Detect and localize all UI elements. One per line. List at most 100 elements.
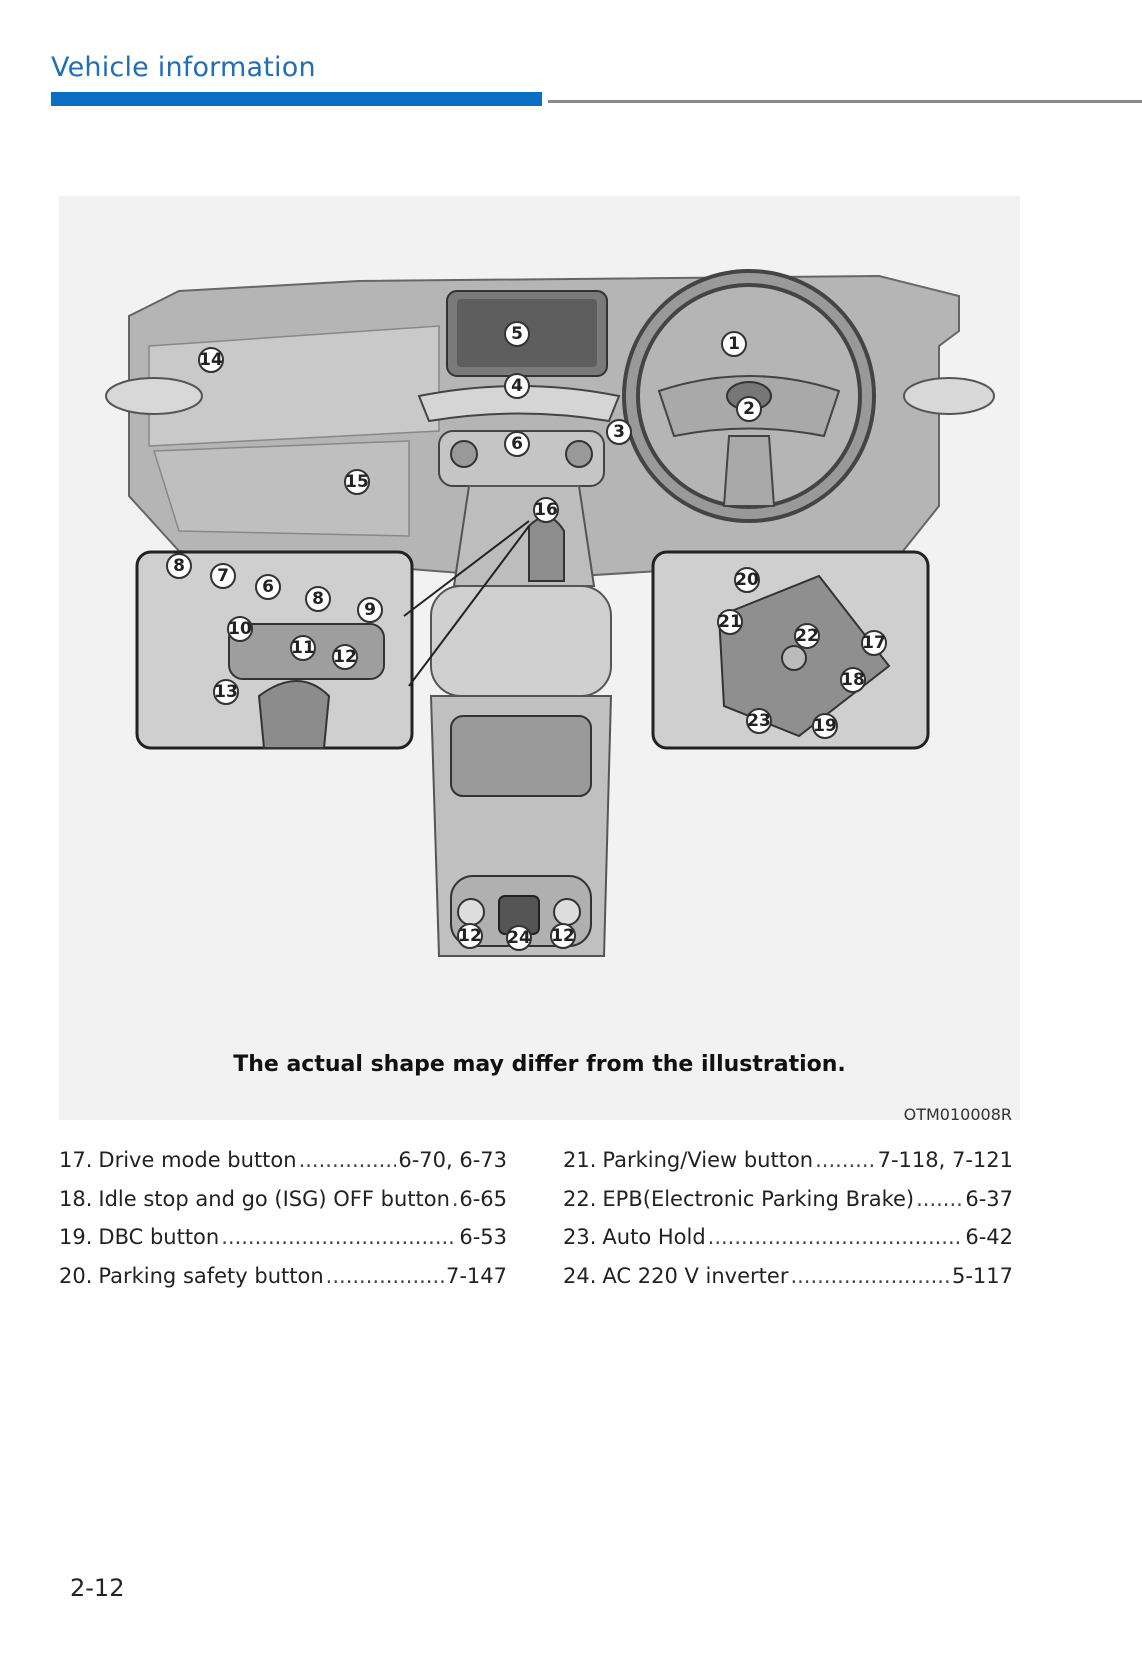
callout-6: 6 [504, 431, 530, 457]
inset-gear-knob [257, 680, 331, 749]
legend-item-pages: 6-70, 6-73 [398, 1148, 507, 1172]
legend-leader-dots [815, 1148, 875, 1172]
legend-item-number: 20. [59, 1263, 93, 1288]
legend-leader-dots [916, 1187, 963, 1211]
legend-item-label: Parking/View button [602, 1148, 814, 1172]
header-bar-rule [548, 100, 1142, 103]
legend-item-label: AC 220 V inverter [602, 1263, 789, 1288]
legend-item-label: Auto Hold [602, 1225, 706, 1249]
svg-text:13: 13 [214, 682, 238, 702]
legend-item: 22. EPB(Electronic Parking Brake) 6-37 [563, 1187, 1013, 1226]
page-number: 2-12 [70, 1574, 125, 1602]
callout-12-rear-left: 12 [457, 923, 483, 949]
callout-8-left: 7 [210, 563, 236, 589]
svg-text:17: 17 [862, 633, 886, 653]
callout-5: 5 [504, 321, 530, 347]
inset-leader-top [403, 520, 530, 617]
svg-text:6: 6 [511, 434, 523, 454]
svg-text:11: 11 [291, 638, 315, 658]
legend-item-number: 23. [563, 1225, 597, 1249]
glove-box [152, 440, 410, 537]
gear-shifter [528, 516, 565, 582]
center-console-upper [452, 485, 596, 587]
svg-text:16: 16 [534, 500, 558, 520]
legend-item-pages: 6-37 [965, 1186, 1013, 1211]
legend-leader-dots [790, 1264, 950, 1288]
svg-text:7: 7 [217, 566, 229, 586]
legend-item: 23. Auto Hold 6-42 [563, 1225, 1013, 1264]
callout-19: 19 [812, 713, 838, 739]
left-climate-knob [450, 440, 478, 468]
figure-code: OTM010008R [903, 1105, 1012, 1124]
svg-text:19: 19 [813, 716, 837, 736]
rear-vent [450, 715, 592, 797]
legend-item-label: EPB(Electronic Parking Brake) [602, 1186, 915, 1211]
legend-item-number: 22. [563, 1186, 597, 1211]
svg-text:1: 1 [728, 334, 740, 354]
svg-text:22: 22 [795, 626, 819, 646]
svg-text:20: 20 [735, 570, 759, 590]
callout-9-right: 9 [357, 597, 383, 623]
callout-10: 10 [227, 616, 253, 642]
legend-item-number: 24. [563, 1263, 597, 1288]
svg-text:23: 23 [747, 711, 771, 731]
legend-leader-dots [326, 1264, 444, 1288]
svg-text:6: 6 [262, 577, 274, 597]
callout-15: 15 [344, 469, 370, 495]
legend-item: 20. Parking safety button 7-147 [59, 1264, 507, 1303]
callout-21: 21 [717, 609, 743, 635]
svg-text:4: 4 [511, 376, 523, 396]
legend-leader-dots [221, 1225, 457, 1249]
legend-item-number: 18. [59, 1186, 93, 1211]
legend-leader-dots [299, 1148, 397, 1172]
legend-left-column: 17. Drive mode button 6-70, 6-73 18. Idl… [59, 1148, 507, 1302]
callout-9-left: 8 [166, 553, 192, 579]
svg-text:12: 12 [551, 926, 575, 946]
legend-item-label: Idle stop and go (ISG) OFF button [98, 1186, 450, 1211]
legend-item-number: 19. [59, 1225, 93, 1249]
callout-16: 16 [533, 497, 559, 523]
header-bar-accent [51, 92, 542, 106]
legend-item-number: 17. [59, 1148, 93, 1172]
callout-2: 2 [736, 396, 762, 422]
svg-text:14: 14 [199, 350, 223, 370]
right-side-vent [903, 377, 995, 415]
svg-text:12: 12 [333, 647, 357, 667]
legend-leader-dots [452, 1187, 457, 1211]
callout-14: 14 [198, 347, 224, 373]
callout-8-right: 8 [305, 586, 331, 612]
legend-item-pages: 6-65 [459, 1186, 507, 1211]
svg-text:12: 12 [458, 926, 482, 946]
legend-item-pages: 7-118, 7-121 [877, 1148, 1013, 1172]
svg-text:8: 8 [173, 556, 185, 576]
legend-item: 21. Parking/View button 7-118, 7-121 [563, 1148, 1013, 1187]
svg-text:10: 10 [228, 619, 252, 639]
callout-20: 20 [734, 567, 760, 593]
steering-wheel-spoke [722, 435, 776, 507]
callout-3: 3 [606, 419, 632, 445]
svg-text:3: 3 [613, 422, 625, 442]
svg-text:21: 21 [718, 612, 742, 632]
callout-12-inset: 12 [332, 644, 358, 670]
figure-caption: The actual shape may differ from the ill… [233, 1052, 846, 1077]
svg-text:18: 18 [841, 670, 865, 690]
steering-wheel-rim-highlight [626, 273, 872, 519]
usb-port-left [457, 898, 485, 926]
legend-item-label: Drive mode button [98, 1148, 297, 1172]
callout-7: 6 [255, 574, 281, 600]
legend-item-label: Parking safety button [98, 1263, 324, 1288]
legend-leader-dots [708, 1225, 964, 1249]
callout-12-rear-right: 12 [550, 923, 576, 949]
right-climate-knob [565, 440, 593, 468]
usb-port-right [553, 898, 581, 926]
inset-leader-bottom [408, 525, 530, 687]
callout-13: 13 [213, 679, 239, 705]
legend-item: 17. Drive mode button 6-70, 6-73 [59, 1148, 507, 1187]
armrest [430, 585, 612, 697]
callout-1: 1 [721, 331, 747, 357]
legend-item: 24. AC 220 V inverter 5-117 [563, 1264, 1013, 1303]
svg-text:8: 8 [312, 589, 324, 609]
callout-24: 24 [506, 925, 532, 951]
svg-text:9: 9 [364, 600, 376, 620]
dashboard-drawing: 1 2 3 4 5 6 14 15 16 12 24 12 8 7 6 8 9 … [105, 269, 995, 957]
